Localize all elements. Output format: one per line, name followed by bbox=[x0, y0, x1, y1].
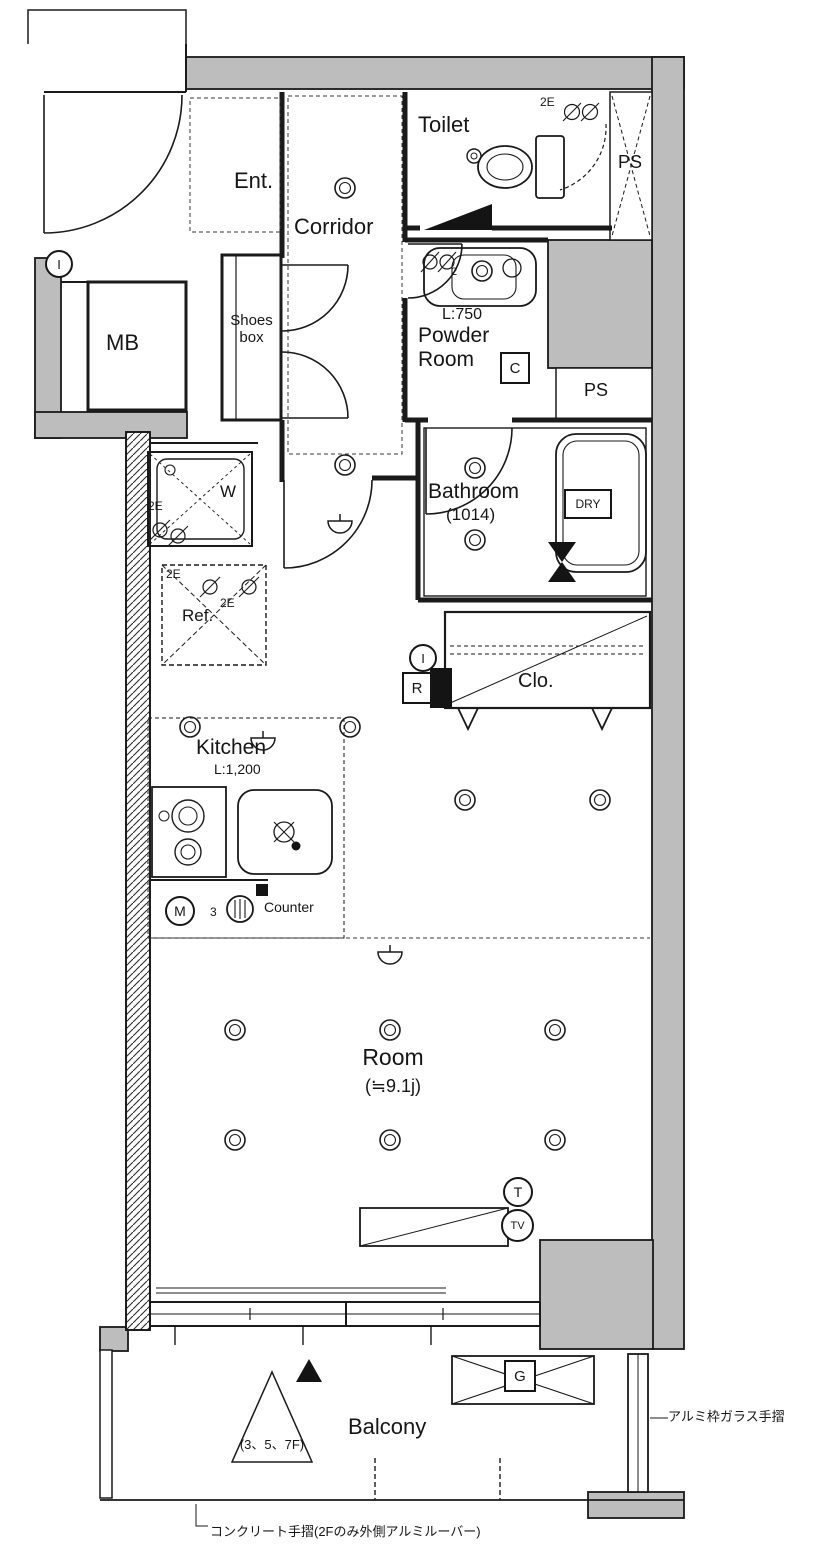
ref-2e-label-a: 2E bbox=[166, 567, 181, 581]
tv-outlet-symbol: TV bbox=[501, 1209, 534, 1242]
balcony-label: Balcony bbox=[348, 1414, 427, 1439]
counter-label: Counter bbox=[264, 899, 314, 915]
washer-label: W bbox=[220, 482, 237, 501]
bathroom-size: (1014) bbox=[446, 505, 496, 524]
toilet-label: Toilet bbox=[418, 112, 470, 137]
dry-unit-symbol: DRY bbox=[564, 489, 612, 519]
bathroom-label: Bathroom bbox=[428, 480, 520, 503]
powder-room-label-1: Powder bbox=[418, 324, 490, 347]
cold-water-symbol: C bbox=[500, 352, 530, 384]
washer-fixture bbox=[147, 451, 253, 547]
kitchen-label: Kitchen bbox=[196, 736, 267, 759]
closet-label: Clo. bbox=[518, 670, 554, 692]
room-size: (≒9.1j) bbox=[364, 1076, 422, 1096]
shoes-box-outline bbox=[220, 253, 283, 422]
tv-counter bbox=[359, 1207, 509, 1247]
remote-panel-symbol: R bbox=[402, 672, 432, 704]
hatch-floors-label: (3、5、7F) bbox=[239, 1437, 305, 1452]
concrete-walls bbox=[34, 56, 685, 1519]
pipe-space-top-label: PS bbox=[618, 152, 643, 172]
hatched-wall bbox=[125, 431, 151, 1331]
sconce-light-symbols bbox=[250, 514, 403, 965]
toilet-2e-label: 2E bbox=[540, 95, 555, 109]
meter-box-label: MB bbox=[106, 330, 139, 355]
powder-sink bbox=[420, 247, 537, 307]
shoes-box-line2: box bbox=[239, 329, 264, 347]
meter-box-outline bbox=[86, 280, 188, 412]
kitchen-fixtures bbox=[147, 717, 345, 939]
intercom-symbol-entry: I bbox=[45, 250, 73, 278]
toilet-threshold-ramp bbox=[424, 204, 492, 230]
neighbor-balcony-outline bbox=[27, 9, 187, 44]
interior-walls bbox=[279, 92, 652, 603]
kitchen-outlet-count: 3 bbox=[210, 905, 217, 919]
balcony-graphics bbox=[99, 1349, 684, 1527]
handrail-bottom-note: コンクリート手摺(2Fのみ外側アルミルーバー) bbox=[210, 1524, 481, 1539]
ceiling-dashed-lines bbox=[150, 95, 650, 939]
entrance-label: Ent. bbox=[234, 168, 274, 193]
closet-fixture bbox=[430, 610, 652, 732]
downlight-symbols bbox=[179, 177, 611, 1151]
powder-room-label-2: Room bbox=[418, 348, 475, 371]
refrigerator-space bbox=[161, 564, 267, 666]
gas-outlet-symbol: G bbox=[504, 1360, 536, 1392]
handrail-right-note: アルミ枠ガラス手摺 bbox=[668, 1409, 785, 1424]
powder-room-size: L:750 bbox=[442, 306, 483, 323]
corridor-label: Corridor bbox=[294, 214, 374, 239]
powder-outlet-count: 2 bbox=[451, 266, 458, 278]
bathroom-fixture bbox=[423, 427, 647, 597]
minor-walls bbox=[44, 44, 258, 444]
pipe-space-mid-label: PS bbox=[584, 380, 609, 400]
toilet-outlet-symbols bbox=[562, 102, 600, 122]
phone-outlet-symbol: T bbox=[503, 1177, 533, 1207]
intercom-symbol-room: I bbox=[409, 644, 437, 672]
window-band bbox=[149, 1287, 541, 1345]
kitchen-size: L:1,200 bbox=[214, 761, 261, 777]
refrigerator-label: Ref. bbox=[182, 606, 214, 625]
pipe-space-areas bbox=[555, 91, 653, 421]
door-swings bbox=[43, 94, 607, 569]
meter-symbol: M bbox=[165, 896, 195, 926]
ref-2e-label-b: 2E bbox=[220, 596, 235, 610]
shoes-box-label: Shoes box bbox=[222, 312, 281, 347]
washer-2e-label: 2E bbox=[148, 499, 163, 513]
room-label: Room bbox=[362, 1044, 424, 1070]
shoes-box-line1: Shoes bbox=[230, 312, 273, 329]
toilet-fixture bbox=[466, 135, 565, 199]
